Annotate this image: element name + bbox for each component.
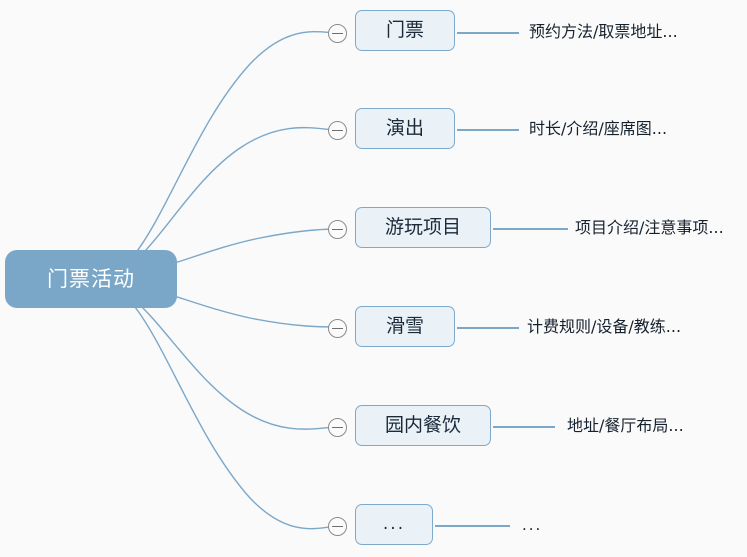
leaf-label: 项目介绍/注意事项... [575,218,724,237]
collapse-minus-icon[interactable] [328,24,347,43]
collapse-minus-icon[interactable] [328,418,347,437]
leaf-connector [435,525,510,527]
branch-node-label: 滑雪 [385,315,424,337]
branch-node-more[interactable]: ... [355,504,433,545]
collapse-minus-icon[interactable] [328,220,347,239]
root-node[interactable]: 门票活动 [5,250,177,308]
leaf-label: 时长/介绍/座席图... [529,119,668,138]
branch-node-label: 游玩项目 [384,216,461,238]
leaf-connector [457,32,519,34]
leaf-connector [493,228,568,230]
leaf-label: 地址/餐厅布局... [567,416,684,435]
collapse-minus-icon[interactable] [328,517,347,536]
branch-node-label: 园内餐饮 [384,414,461,436]
edge-path [94,279,339,530]
root-node-label: 门票活动 [47,266,135,291]
collapse-minus-icon[interactable] [328,319,347,338]
edge-path [94,31,339,281]
branch-node-label: 演出 [385,117,424,139]
leaf-label: 计费规则/设备/教练... [527,317,682,336]
branch-node-演出[interactable]: 演出 [355,108,455,149]
leaf-connector [457,327,519,329]
branch-node-滑雪[interactable]: 滑雪 [355,306,455,347]
branch-node-label: ... [382,514,406,534]
leaf-label: 预约方法/取票地址... [529,22,678,41]
branch-node-园内餐饮[interactable]: 园内餐饮 [355,405,491,446]
branch-node-游玩项目[interactable]: 游玩项目 [355,207,491,248]
branch-node-label: 门票 [385,19,424,41]
leaf-connector [493,426,555,428]
collapse-minus-icon[interactable] [328,121,347,140]
leaf-connector [457,129,519,131]
branch-node-门票[interactable]: 门票 [355,10,455,51]
leaf-label: ... [522,516,543,534]
